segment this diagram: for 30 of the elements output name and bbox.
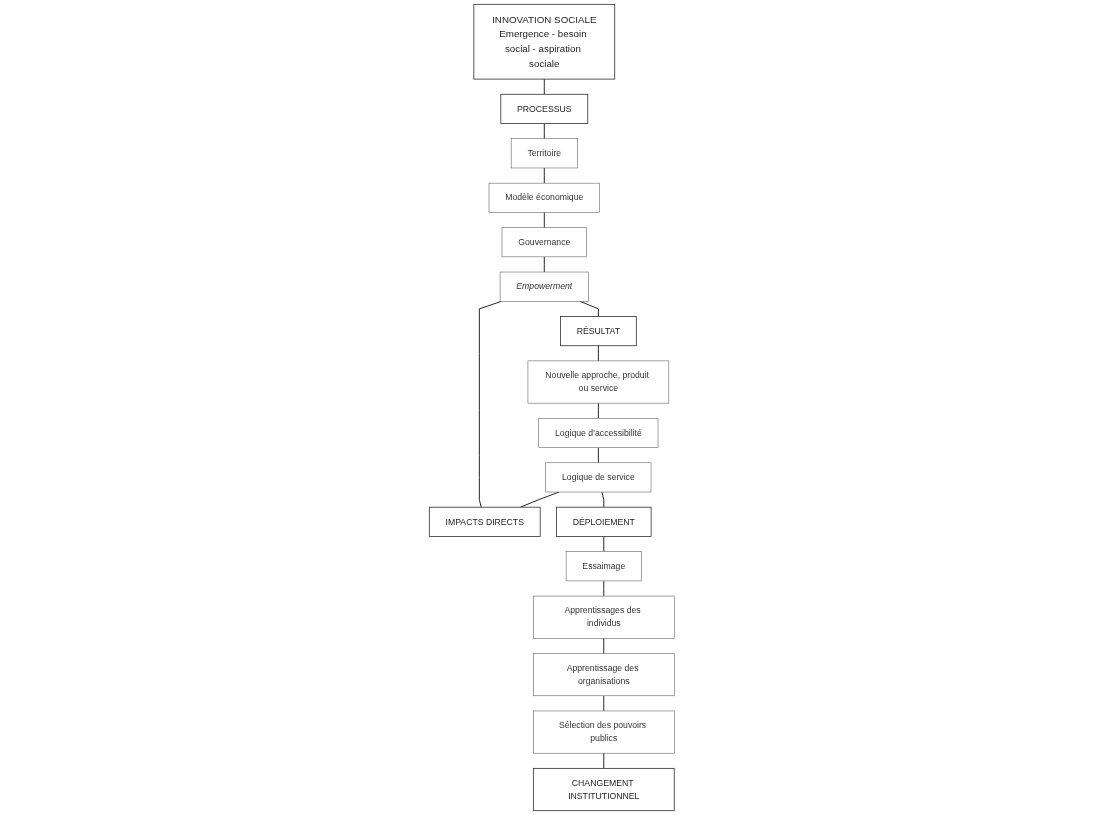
- node-box: IMPACTS DIRECTS: [428, 506, 541, 537]
- connector: [543, 211, 545, 229]
- node-box: Apprentissage des organisations: [532, 653, 675, 697]
- node-box: DÉPLOIEMENT: [555, 506, 652, 537]
- connector: [603, 695, 604, 712]
- node-box: PROCESSUS: [500, 93, 588, 124]
- node-box: CHANGEMENT INSTITUTIONNEL: [532, 767, 675, 812]
- node-box: Logique de service: [545, 462, 651, 493]
- node-box: Empowerment: [499, 271, 589, 302]
- connector: [603, 752, 604, 769]
- connector: [601, 491, 604, 508]
- connector: [543, 78, 545, 95]
- node-box: Essaimage: [565, 551, 642, 582]
- node-box: Sélection des pouvoirs publics: [532, 710, 675, 754]
- node-box: Territoire: [510, 138, 578, 169]
- node-box: Logique d’accessibilité: [538, 418, 658, 448]
- node-box: INNOVATION SOCIALE Emergence - besoin social - aspiration sociale: [473, 3, 615, 80]
- connector: [603, 535, 604, 553]
- connector: [597, 345, 599, 362]
- connector: [543, 167, 545, 184]
- connector: [597, 402, 599, 419]
- node-box: Modèle économique: [488, 182, 600, 213]
- connector: [603, 637, 604, 654]
- node-box: Apprentissages des individus: [532, 595, 675, 639]
- connector: [597, 447, 599, 464]
- connector: [478, 300, 502, 508]
- node-box: Gouvernance: [501, 227, 587, 258]
- node-box: Nouvelle approche, produit ou service: [527, 360, 669, 404]
- node-box: RÉSULTAT: [559, 316, 637, 347]
- connector: [543, 123, 545, 140]
